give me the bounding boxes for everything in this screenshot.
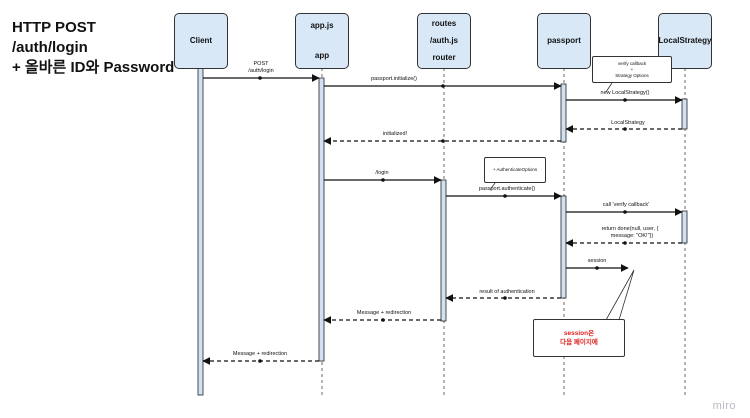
note-verify-line1: verify callback <box>617 60 647 66</box>
msg-dot <box>623 127 627 131</box>
msg-session-label: session <box>588 258 607 264</box>
miro-watermark: miro <box>712 400 736 412</box>
msg-dot <box>381 318 385 322</box>
msg-post-line2: /auth/login <box>248 68 273 74</box>
msg-new-localstrategy-label: new LocalStrategy() <box>601 90 650 96</box>
participant-app-label: app <box>314 51 330 60</box>
activation-passport-1 <box>560 83 567 143</box>
participant-localstrategy: LocalStrategy <box>658 13 712 69</box>
title-line-1: HTTP POST <box>12 19 96 36</box>
participant-client-label: Client <box>189 36 213 45</box>
title-line-2: /auth/login <box>12 39 88 56</box>
activation-client <box>197 66 204 396</box>
participant-app-file: app.js <box>310 21 334 30</box>
msg-dot <box>595 266 599 270</box>
participant-routes-line3: router <box>432 53 456 62</box>
note-session: session은 다음 페이지에 <box>533 319 625 357</box>
note-auth-options-line1: + AuthenticateOptions <box>492 167 538 172</box>
msg-dot <box>441 84 445 88</box>
note-session-line2: 다음 페이지에 <box>560 339 598 346</box>
activation-app <box>318 77 325 362</box>
msg-initialized-label: initialized! <box>383 131 408 137</box>
msg-dot <box>623 98 627 102</box>
msg-dot <box>381 178 385 182</box>
msg-dot <box>441 139 445 143</box>
msg-dot <box>623 210 627 214</box>
note-verify-line2: + <box>630 66 634 72</box>
note-verify-callback: verify callback + Strategy Options <box>592 56 672 83</box>
msg-dot <box>258 359 262 363</box>
msg-passport-authenticate-label: passport.authenticate() <box>479 186 535 192</box>
activation-passport-2 <box>560 195 567 299</box>
msg-message-redirection-app-label: Message + redirection <box>357 310 411 316</box>
msg-passport-initialize-label: passport.initialize() <box>371 76 417 82</box>
title-line-3: + 올바른 ID와 Password <box>12 59 175 76</box>
note-session-pointer <box>605 269 635 321</box>
msg-message-redirection-client-label: Message + redirection <box>233 351 287 357</box>
msg-dot <box>258 76 262 80</box>
participant-routes-line1: routes <box>431 19 457 28</box>
participant-passport: passport <box>537 13 591 69</box>
msg-return-done-line1: return done(null, user, { <box>602 226 659 232</box>
msg-dot <box>503 194 507 198</box>
msg-result-of-authentication-label: result of authentication <box>479 289 534 295</box>
note-auth-tail <box>489 182 496 191</box>
msg-return-done-line2: message: "OK!"}) <box>611 233 654 239</box>
participant-app: app.js app <box>295 13 349 69</box>
participant-routes: routes /auth.js router <box>417 13 471 69</box>
activation-local-1 <box>681 98 688 130</box>
msg-dot <box>623 241 627 245</box>
activation-routes <box>440 179 447 322</box>
page-title: HTTP POST /auth/login + 올바른 ID와 Password <box>12 18 174 78</box>
participant-routes-line2: /auth.js <box>429 36 458 45</box>
note-verify-tail <box>605 82 613 93</box>
note-verify-line3: Strategy Options <box>615 72 649 78</box>
msg-call-verify-callback-label: call 'verify callback' <box>603 202 649 208</box>
msg-post-line1: POST <box>254 61 270 67</box>
msg-login-label: /login <box>375 170 388 176</box>
note-authenticate-options: + AuthenticateOptions <box>484 157 546 183</box>
participant-localstrategy-label: LocalStrategy <box>658 36 712 45</box>
msg-dot <box>503 296 507 300</box>
activation-local-2 <box>681 210 688 244</box>
msg-localstrategy-return-label: LocalStrategy <box>611 120 645 126</box>
note-session-line1: session은 <box>563 330 595 337</box>
participant-passport-label: passport <box>547 36 581 45</box>
participant-client: Client <box>174 13 228 69</box>
